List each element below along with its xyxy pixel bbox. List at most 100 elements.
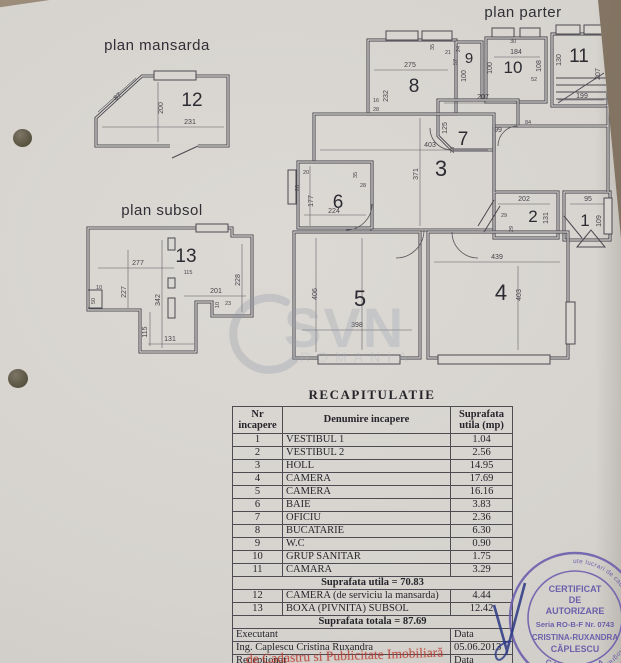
stamp-line6: CĂPLESCU <box>551 644 599 654</box>
room-label-2: 2 <box>528 207 537 226</box>
cell-nr: 5 <box>232 485 283 499</box>
cell-nr: 1 <box>232 433 283 447</box>
dim-label: 231 <box>184 119 196 126</box>
table-body-extra: 12 CAMERA (de serviciu la mansarda) 4.44… <box>232 589 513 616</box>
stairs-symbol <box>556 72 606 104</box>
room-label-10: 10 <box>504 58 523 77</box>
punch-hole-bottom <box>8 369 28 388</box>
cell-area: 14.95 <box>450 459 513 473</box>
room-label-3: 3 <box>435 156 447 181</box>
dim-label: 406 <box>312 288 319 300</box>
dim-label: 95 <box>584 196 592 203</box>
recap-table: Nr incapere Denumire incapere Suprafata … <box>232 406 513 663</box>
dim-label: 100 <box>487 62 494 74</box>
plan-parter-title: plan parter <box>484 4 561 21</box>
dim-label: 403 <box>424 142 436 149</box>
dim-label: 277 <box>132 260 144 267</box>
cell-area: 1.04 <box>450 433 513 447</box>
dim-label: 109 <box>596 215 603 227</box>
door-symbols <box>345 125 583 259</box>
dim-label: 20 <box>295 185 301 191</box>
cell-area: 3.83 <box>450 498 513 512</box>
dim-label: 29 <box>501 213 507 219</box>
table-row: 9 W.C 0.90 <box>232 537 513 551</box>
dim-label: 35 <box>353 172 359 178</box>
cell-name: BOXA (PIVNITA) SUBSOL <box>282 602 451 616</box>
dim-label: 207 <box>595 68 602 80</box>
plan-mansarda: plan mansarda 231 200 87 12 <box>94 37 230 159</box>
col-header-name: Denumire incapere <box>282 406 451 434</box>
dim-label: 50 <box>91 298 97 304</box>
dim-label: 115 <box>142 326 149 337</box>
subtotal-row: Suprafata utila = 70.83 <box>232 576 513 590</box>
cell-name: CAMERA (de serviciu la mansarda) <box>282 589 451 603</box>
recap-table-block: RECAPITULATIE Nr incapere Denumire incap… <box>232 387 513 663</box>
cell-nr: 6 <box>232 498 283 512</box>
dim-label: 177 <box>308 195 315 207</box>
watermark-logo-text: SVN <box>284 296 405 359</box>
dim-label: 10 <box>96 285 102 291</box>
dim-label: 52 <box>531 77 537 83</box>
cell-nr: 4 <box>232 472 283 486</box>
cell-nr: 9 <box>232 537 283 551</box>
door-leaf <box>171 145 199 159</box>
stamp-outer-circle <box>508 551 621 663</box>
signature-flourish <box>494 640 511 661</box>
dim-label: 24 <box>456 46 462 52</box>
dim-label: 403 <box>516 289 523 301</box>
dim-label: 28 <box>373 107 379 113</box>
room-label-8: 8 <box>409 76 420 97</box>
room-label-7: 7 <box>458 129 469 150</box>
total-label: Suprafata totala = 87.69 <box>232 615 513 629</box>
partition-stubs <box>167 237 176 319</box>
dim-label: 115 <box>184 270 193 276</box>
dim-label: 23 <box>450 147 456 153</box>
dim-label: 184 <box>510 49 522 56</box>
room-label-13: 13 <box>175 246 196 267</box>
dim-label: 87 <box>113 92 124 103</box>
table-row: 13 BOXA (PIVNITA) SUBSOL 12.42 <box>232 602 513 616</box>
table-footer: Executant Data Ing. Caplescu Cristina Ru… <box>232 628 513 663</box>
cell-name: CAMARA <box>282 563 451 577</box>
dim-label: 131 <box>543 212 550 224</box>
cell-area: 17.69 <box>450 472 513 486</box>
wall-notch <box>88 289 103 309</box>
stamp-bottom-text: CATEGORIA A <box>544 657 606 663</box>
stamp-line3: AUTORIZARE <box>546 606 605 616</box>
watermark-sub-text: ROMANIA <box>300 349 414 365</box>
dim-label: 108 <box>536 60 543 72</box>
table-row: 5 CAMERA 16.16 <box>232 485 513 499</box>
room-label-4: 4 <box>495 280 507 305</box>
cell-name: CAMERA <box>282 472 451 486</box>
cell-nr: 11 <box>232 563 283 577</box>
cell-name: HOLL <box>282 459 451 473</box>
table-row: 4 CAMERA 17.69 <box>232 472 513 486</box>
footer-left-cell: Executant <box>232 628 451 642</box>
dim-label: 130 <box>556 54 563 66</box>
table-row: 10 GRUP SANITAR 1.75 <box>232 550 513 564</box>
watermark-swoosh <box>229 293 298 374</box>
dim-label: 23 <box>225 301 231 307</box>
table-row: 8 BUCATARIE 6.30 <box>232 524 513 538</box>
plan-mansarda-title: plan mansarda <box>104 37 210 54</box>
table-row: 1 VESTIBUL 1 1.04 <box>232 433 513 447</box>
stamp-line4: Seria RO-B-F Nr. 0743 <box>536 620 615 629</box>
dim-label: 35 <box>430 44 436 50</box>
table-row: 11 CAMARA 3.29 <box>232 563 513 577</box>
dim-label: 398 <box>351 322 363 329</box>
room-label-9: 9 <box>465 50 473 67</box>
cell-area: 2.36 <box>450 511 513 525</box>
dim-label: 207 <box>477 94 489 101</box>
footer-right-cell: Data <box>450 654 513 663</box>
cell-name: OFICIU <box>282 511 451 525</box>
cell-nr: 3 <box>232 459 283 473</box>
dim-label: 371 <box>413 168 420 180</box>
cell-area: 16.16 <box>450 485 513 499</box>
room-label-1: 1 <box>580 211 589 230</box>
cell-nr: 13 <box>232 602 283 616</box>
cell-nr: 7 <box>232 511 283 525</box>
dim-label: 29 <box>509 226 515 232</box>
